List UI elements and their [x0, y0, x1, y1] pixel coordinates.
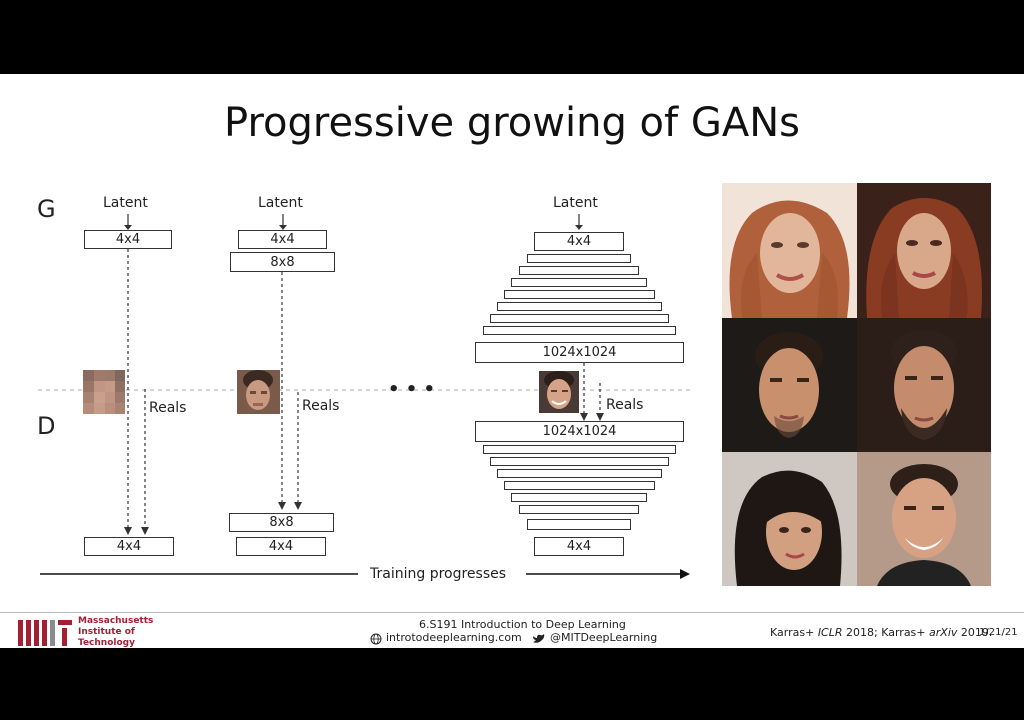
stage3-g-layer	[490, 314, 669, 323]
stage2-real-image	[237, 370, 280, 414]
stage3-g-layer	[483, 326, 676, 335]
citation-venue2: arXiv	[929, 626, 958, 639]
face-man-3	[857, 452, 991, 586]
stage3-d-layer	[511, 493, 647, 502]
face-woman-3	[722, 452, 857, 586]
slide-title: Progressive growing of GANs	[224, 100, 800, 146]
stage3-real-image	[539, 371, 579, 413]
stage3-dashed-arrows	[580, 363, 604, 421]
slide-date: 1/21/21	[979, 627, 1018, 638]
stage3-d-layer	[490, 457, 669, 466]
stage3-latent-label: Latent	[553, 195, 598, 211]
stage3-g-layer	[497, 302, 662, 311]
stage3-g-layer	[504, 290, 655, 299]
stage3-g-4x4: 4x4	[534, 232, 624, 251]
course-title: 6.S191 Introduction to Deep Learning	[419, 618, 626, 631]
stage3-g-layer	[519, 266, 639, 275]
mit-name-line2: Institute of	[78, 627, 135, 637]
face-man-1	[722, 318, 857, 452]
stage2-g-8x8: 8x8	[230, 252, 335, 272]
stage3-latent-arrow	[575, 214, 583, 230]
citation: Karras+ ICLR 2018; Karras+ arXiv 2019.	[770, 626, 992, 639]
globe-icon	[370, 632, 382, 650]
ellipsis: • • •	[388, 379, 436, 400]
citation-part1: Karras+	[770, 626, 818, 639]
discriminator-label: D	[37, 412, 56, 440]
stage3-d-4x4: 4x4	[534, 537, 624, 556]
stage3-g-1024: 1024x1024	[475, 342, 684, 363]
stage2-d-8x8: 8x8	[229, 513, 334, 532]
citation-venue1: ICLR	[817, 626, 843, 639]
stage2-latent-label: Latent	[258, 195, 303, 211]
stage2-latent-arrow	[279, 214, 287, 230]
stage3-d-1024: 1024x1024	[475, 421, 684, 442]
stage3-d-layer	[497, 469, 662, 478]
twitter-bird-icon	[532, 632, 546, 650]
stage3-d-layer	[504, 481, 655, 490]
stage3-reals-label: Reals	[606, 397, 644, 413]
stage3-d-layer	[527, 519, 631, 530]
stage3-d-layer	[483, 445, 676, 454]
stage1-dashed-arrows	[124, 249, 149, 535]
stage3-g-layer	[511, 278, 647, 287]
twitter-handle[interactable]: @MITDeepLearning	[550, 631, 658, 644]
stage2-g-4x4: 4x4	[238, 230, 327, 249]
stage2-dashed-arrows	[278, 272, 302, 510]
generator-label: G	[37, 195, 56, 223]
stage2-d-4x4: 4x4	[236, 537, 326, 556]
stage3-d-layer	[519, 505, 639, 514]
stage1-latent-label: Latent	[103, 195, 148, 211]
face-woman-1	[722, 183, 857, 318]
face-woman-2	[857, 183, 991, 318]
stage3-g-layer	[527, 254, 631, 263]
stage1-g-4x4: 4x4	[84, 230, 172, 249]
mit-name-line3: Technology	[78, 638, 135, 648]
stage1-d-4x4: 4x4	[84, 537, 174, 556]
training-arrow	[40, 569, 690, 579]
citation-part2: 2018; Karras+	[842, 626, 930, 639]
stage1-real-image	[83, 370, 125, 414]
mit-logo-icon	[18, 620, 72, 651]
citation-part3: 2019.	[957, 626, 993, 639]
stage1-latent-arrow	[124, 214, 132, 230]
face-man-2	[857, 318, 991, 452]
footer-divider	[0, 612, 1024, 613]
stage2-reals-label: Reals	[302, 398, 340, 414]
website-link[interactable]: introtodeeplearning.com	[386, 631, 522, 644]
stage1-reals-label: Reals	[149, 400, 187, 416]
mit-name-line1: Massachusetts	[78, 616, 154, 626]
training-label: Training progresses	[370, 566, 507, 582]
